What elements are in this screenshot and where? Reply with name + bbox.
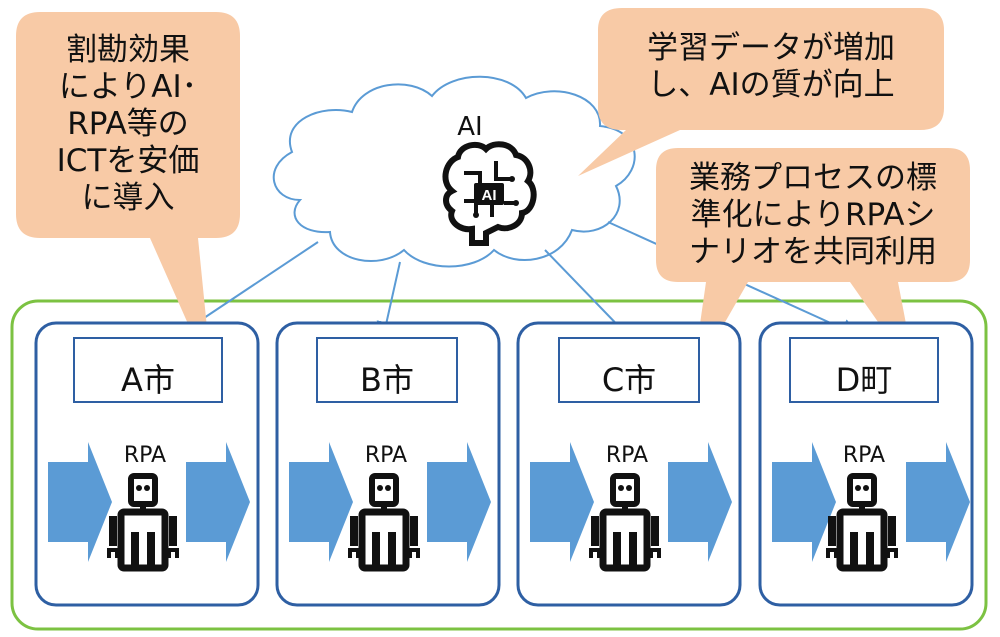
municipality-name: B市: [360, 361, 414, 399]
process-arrow-icon: [186, 442, 250, 562]
process-arrow-icon: [289, 442, 353, 562]
process-arrow-icon: [48, 442, 112, 562]
rpa-label: RPA: [123, 443, 167, 468]
rpa-label: RPA: [842, 443, 886, 468]
callout-right-text: 業務プロセスの標 準化によりRPAシ ナリオを共同利用: [658, 160, 968, 271]
callout-left-line: ICTを安価: [56, 143, 200, 179]
callout-left-line: 割勘効果: [66, 32, 190, 68]
ai-label: AI: [457, 112, 483, 142]
process-arrow-icon: [668, 442, 732, 562]
process-arrow-icon: [530, 442, 594, 562]
municipality-label-box: [789, 337, 939, 403]
callout-left-line: RPA等の: [67, 106, 189, 142]
callout-right-line: 業務プロセスの標: [689, 160, 937, 196]
process-arrow-icon: [427, 442, 491, 562]
callout-right-line: ナリオを共同利用: [689, 234, 937, 270]
robot-icon: [826, 473, 898, 572]
robot-icon: [107, 473, 179, 572]
callout-left-line: によりAI･: [58, 69, 198, 105]
municipality-label-box: [73, 337, 223, 403]
callout-top-right-line: 学習データが増加: [647, 30, 895, 66]
callout-top-right-bubble: [578, 8, 944, 176]
callout-top-right-line: し、AIの質が向上: [647, 67, 895, 103]
callout-right-line: 準化によりRPAシ: [690, 197, 936, 233]
rpa-label: RPA: [364, 443, 408, 468]
municipality-name: D町: [835, 361, 893, 399]
municipality-label-box: [558, 337, 700, 403]
callout-left-text: 割勘効果 によりAI･ RPA等の ICTを安価 に導入: [20, 32, 236, 217]
callout-top-right-text: 学習データが増加 し、AIの質が向上: [600, 30, 942, 104]
process-arrow-icon: [772, 442, 836, 562]
svg-text:AI: AI: [482, 187, 497, 204]
robot-icon: [348, 473, 420, 572]
callout-left-line: に導入: [81, 180, 175, 216]
municipality-name: A市: [121, 361, 175, 399]
rpa-label: RPA: [605, 443, 649, 468]
municipality-label-box: [316, 337, 458, 403]
brain-circuit-icon: AI: [442, 141, 537, 246]
process-arrow-icon: [906, 442, 970, 562]
municipality-name: C市: [601, 361, 657, 399]
municipality-group: [10, 299, 988, 631]
robot-icon: [589, 473, 661, 572]
callout-left-bubble: [16, 12, 240, 378]
